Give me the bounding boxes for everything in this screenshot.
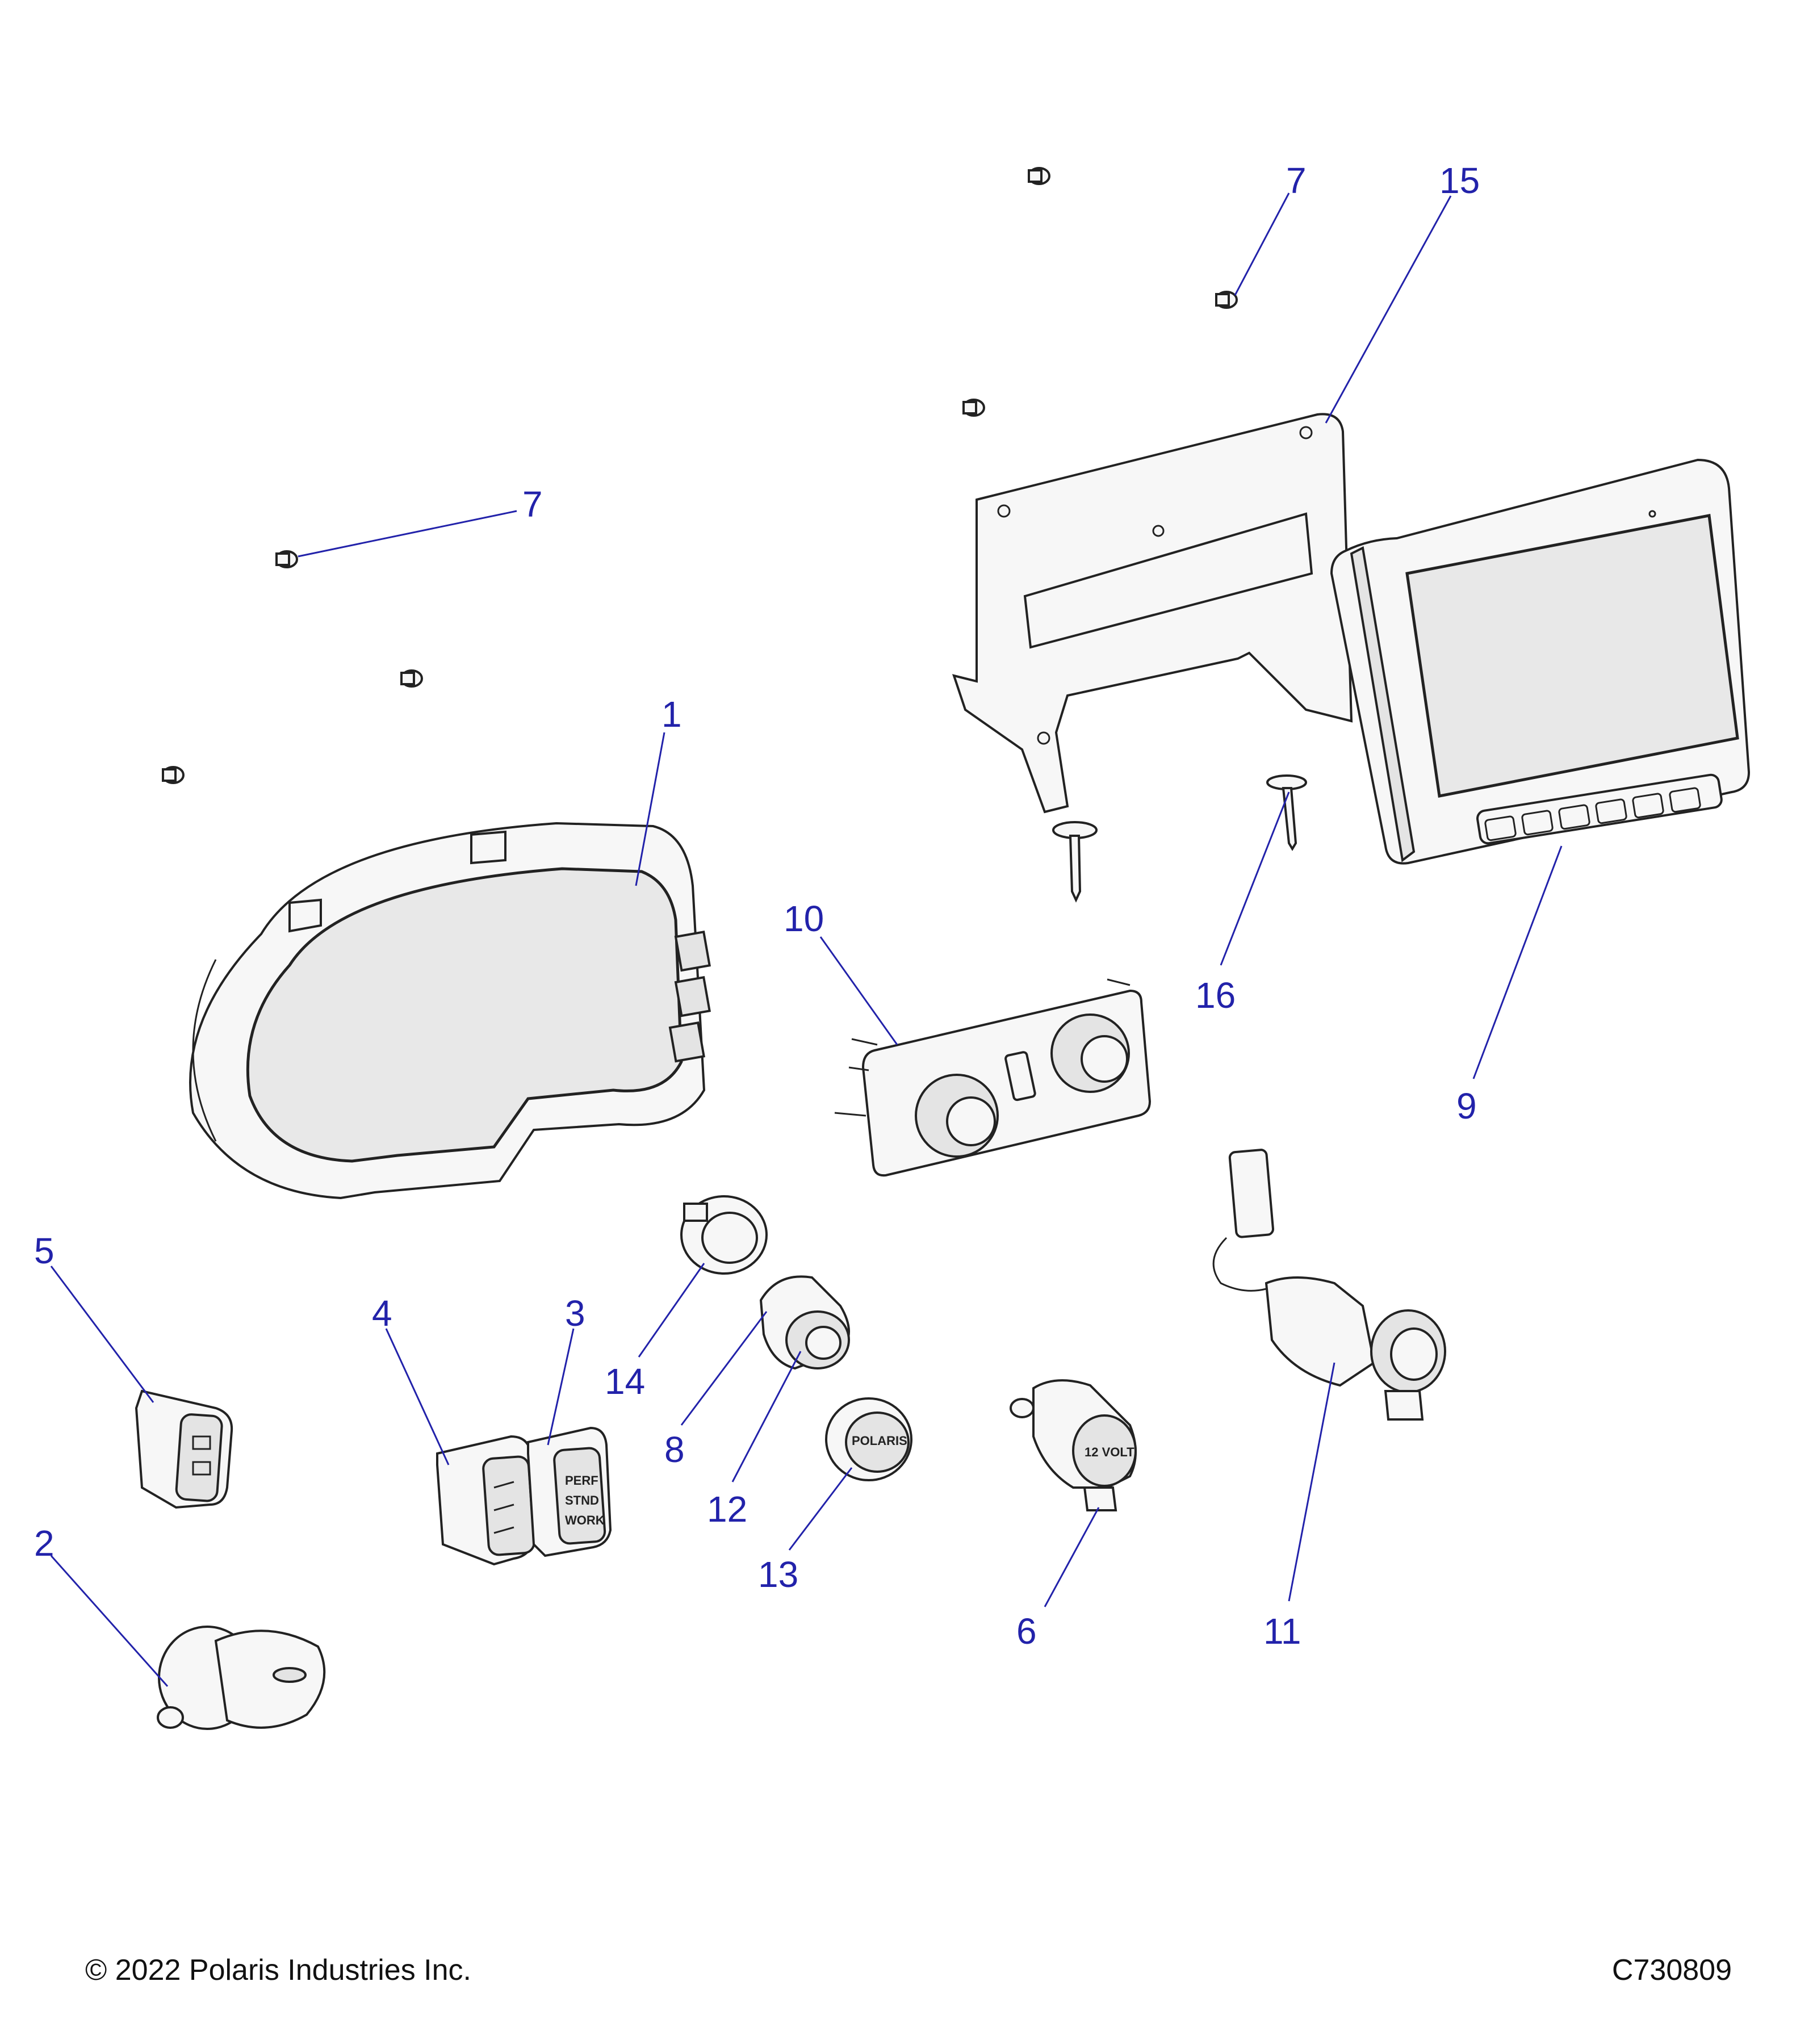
leader-3 xyxy=(547,1328,575,1446)
leader-1 xyxy=(635,732,665,886)
callout-3: 3 xyxy=(565,1293,585,1334)
usb-outlet-11 xyxy=(1212,1149,1446,1421)
callout-16: 16 xyxy=(1195,975,1236,1016)
ignition-switch xyxy=(157,1626,326,1730)
leader-5 xyxy=(50,1266,154,1403)
control-panel xyxy=(834,978,1152,1177)
leader-8 xyxy=(680,1311,768,1426)
leader-2 xyxy=(50,1555,169,1687)
callout-1: 1 xyxy=(662,694,682,735)
mounting-bracket xyxy=(952,413,1353,814)
cap-label-polaris: POLARIS xyxy=(852,1434,907,1448)
rocker-label-work: WORK xyxy=(565,1513,605,1527)
leader-15 xyxy=(1325,195,1452,424)
callout-15: 15 xyxy=(1439,160,1480,201)
push-rivet-1 xyxy=(1052,821,1098,903)
callout-6: 6 xyxy=(1016,1611,1037,1652)
leader-7-left xyxy=(298,510,517,558)
leader-10 xyxy=(819,936,898,1045)
callout-13: 13 xyxy=(758,1554,798,1595)
screw-left-2 xyxy=(400,669,423,688)
leader-4 xyxy=(385,1328,450,1465)
leader-14 xyxy=(638,1263,705,1358)
leader-6 xyxy=(1044,1507,1100,1607)
screw-left-3 xyxy=(162,766,185,784)
figure-id: C730809 xyxy=(1611,1954,1732,1987)
rocker-switch-5 xyxy=(135,1389,233,1509)
callout-7-left: 7 xyxy=(522,484,543,525)
socket-12 xyxy=(759,1275,850,1370)
callout-5: 5 xyxy=(34,1230,55,1271)
rocker-switch-3: PERF STND WORK xyxy=(527,1426,612,1557)
callout-14: 14 xyxy=(605,1361,645,1402)
callout-11: 11 xyxy=(1263,1611,1301,1652)
rocker-switch-4 xyxy=(436,1435,535,1566)
leader-13 xyxy=(788,1467,853,1551)
cap-13: POLARIS xyxy=(825,1397,912,1481)
instrument-cluster xyxy=(189,822,711,1200)
leader-16 xyxy=(1220,791,1290,966)
outlet-6: 12 VOLT xyxy=(1010,1379,1137,1511)
callout-8: 8 xyxy=(664,1429,685,1470)
leader-12 xyxy=(731,1351,802,1482)
leader-11 xyxy=(1288,1362,1335,1602)
display-unit xyxy=(1330,458,1751,865)
screw-top-3 xyxy=(962,399,985,417)
leader-9 xyxy=(1472,845,1563,1079)
push-rivet-2 xyxy=(1266,774,1307,851)
screw-left-1 xyxy=(275,550,298,568)
callout-7-top: 7 xyxy=(1286,160,1307,201)
rocker-label-perf: PERF xyxy=(565,1473,598,1488)
callout-9: 9 xyxy=(1456,1086,1477,1126)
lock-nut xyxy=(680,1195,768,1275)
rocker-label-stnd: STND xyxy=(565,1493,599,1507)
display-buttons xyxy=(1476,773,1723,845)
callout-10: 10 xyxy=(784,898,824,939)
screw-top-2 xyxy=(1215,291,1238,309)
callout-4: 4 xyxy=(372,1293,392,1334)
copyright-text: © 2022 Polaris Industries Inc. xyxy=(85,1954,471,1987)
outlet-label-12volt: 12 VOLT xyxy=(1085,1445,1134,1459)
callout-12: 12 xyxy=(707,1489,747,1530)
leader-7-top xyxy=(1234,192,1290,296)
callout-2: 2 xyxy=(34,1523,55,1564)
screw-top-1 xyxy=(1028,167,1050,185)
